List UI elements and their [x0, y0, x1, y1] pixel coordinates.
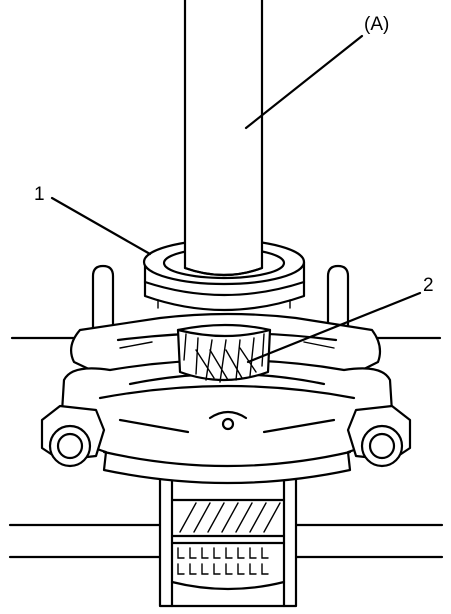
press-table-lines: [8, 336, 444, 559]
lower-spline-teeth: [170, 541, 286, 591]
right-nut: [346, 404, 412, 468]
left-rod: [91, 264, 115, 342]
leader-lines: [50, 34, 422, 364]
label-tool-A: (A): [364, 14, 389, 35]
right-rod: [326, 264, 350, 342]
lower-helical-gear: [170, 498, 286, 538]
small-helical-gear: [176, 323, 272, 383]
left-nut: [40, 404, 106, 468]
gear-shaft-assembly: [158, 468, 298, 608]
press-rod-tool-A: [183, 0, 264, 277]
label-part-2: 2: [423, 275, 434, 296]
label-part-1: 1: [34, 184, 45, 205]
